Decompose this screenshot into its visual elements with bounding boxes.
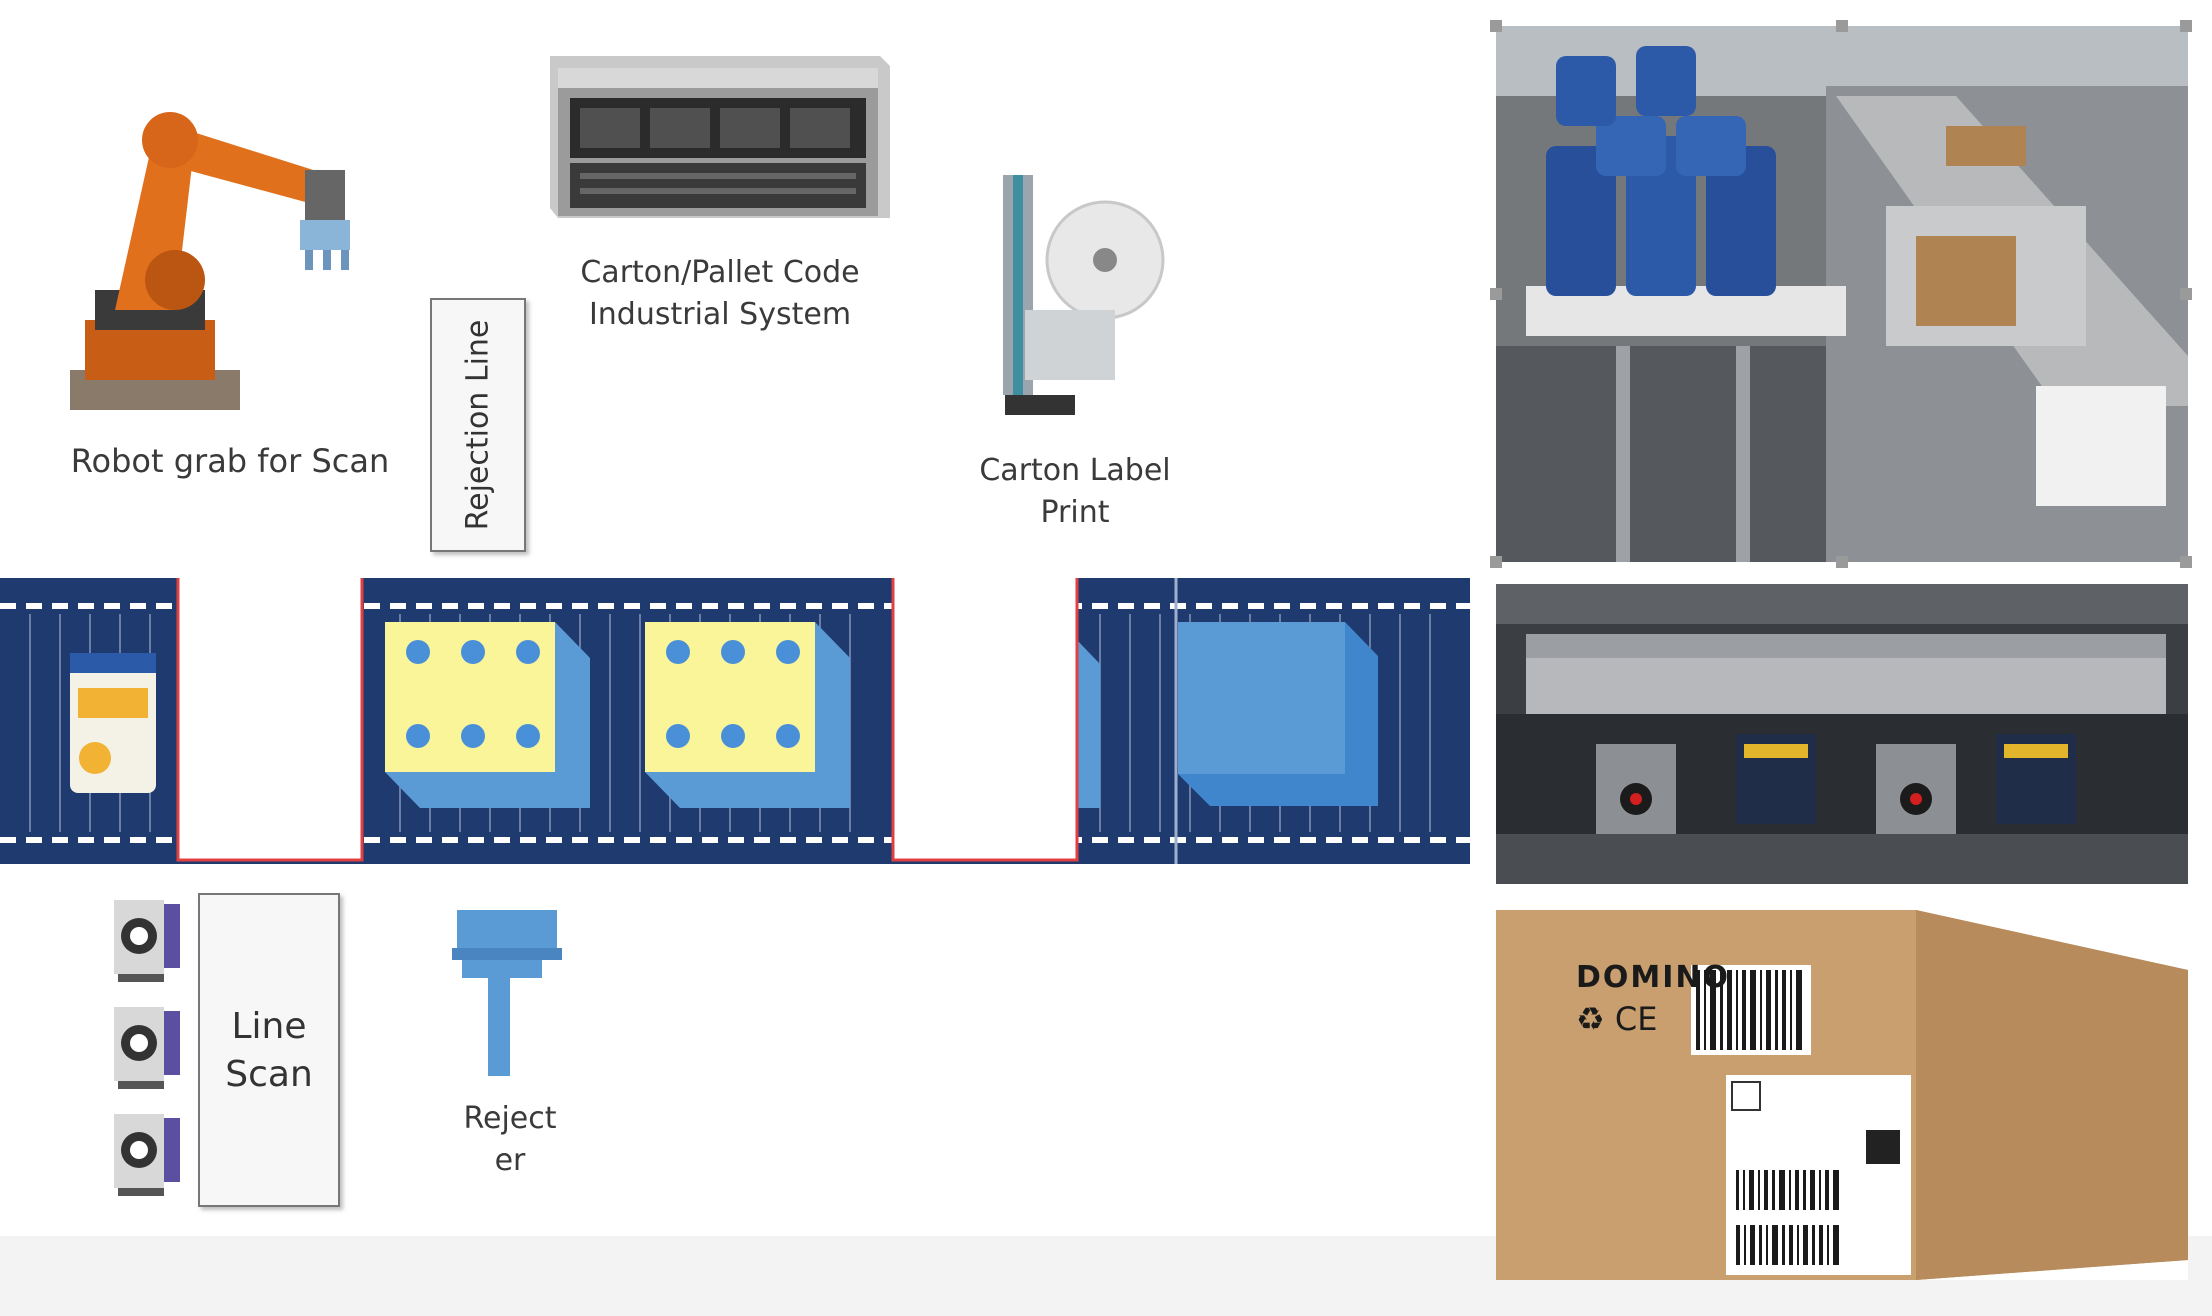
carton-box-2 [645, 622, 850, 808]
robot-arm-icon [70, 112, 350, 410]
recycle-ce-marks: ♻ CE [1576, 1000, 1658, 1038]
scanner-station-photo [1496, 584, 2188, 884]
resize-handle [1490, 288, 1502, 300]
carton-box-3 [1178, 622, 1378, 806]
packing-line-photo [1496, 26, 2188, 562]
resize-handle [1490, 556, 1502, 568]
scan-station-window [176, 578, 364, 862]
label-station-window [891, 578, 1079, 862]
resize-handle [1490, 20, 1502, 32]
label-printer-icon [1003, 175, 1165, 415]
label-print-label: Carton Label Print [979, 453, 1171, 530]
milk-can [70, 653, 156, 793]
resize-handle [2180, 20, 2192, 32]
camera-icon-3 [114, 1114, 180, 1196]
resize-handle [1836, 20, 1848, 32]
camera-icon-1 [114, 900, 180, 982]
line-scan-box: Line Scan [198, 893, 340, 1207]
domino-logo-text: DOMINO [1576, 960, 1731, 995]
rejecter-icon [452, 910, 562, 1076]
server-label: Carton/Pallet Code Industrial System [580, 255, 860, 332]
rejecter-label: Reject er [463, 1101, 557, 1178]
server-icon [550, 56, 890, 218]
carton-box-1 [385, 622, 590, 808]
camera-icon-2 [114, 1007, 180, 1089]
resize-handle [2180, 288, 2192, 300]
conveyor-belt [0, 578, 1470, 864]
rejection-line-label: Rejection Line [460, 319, 496, 531]
carton-photo: DOMINO ♻ CE [1496, 910, 2188, 1280]
resize-handle [2180, 556, 2192, 568]
robot-label: Robot grab for Scan [70, 442, 390, 480]
line-scan-label: Line Scan [225, 1006, 313, 1095]
rejection-line-box: Rejection Line [430, 298, 526, 552]
resize-handle [1836, 556, 1848, 568]
